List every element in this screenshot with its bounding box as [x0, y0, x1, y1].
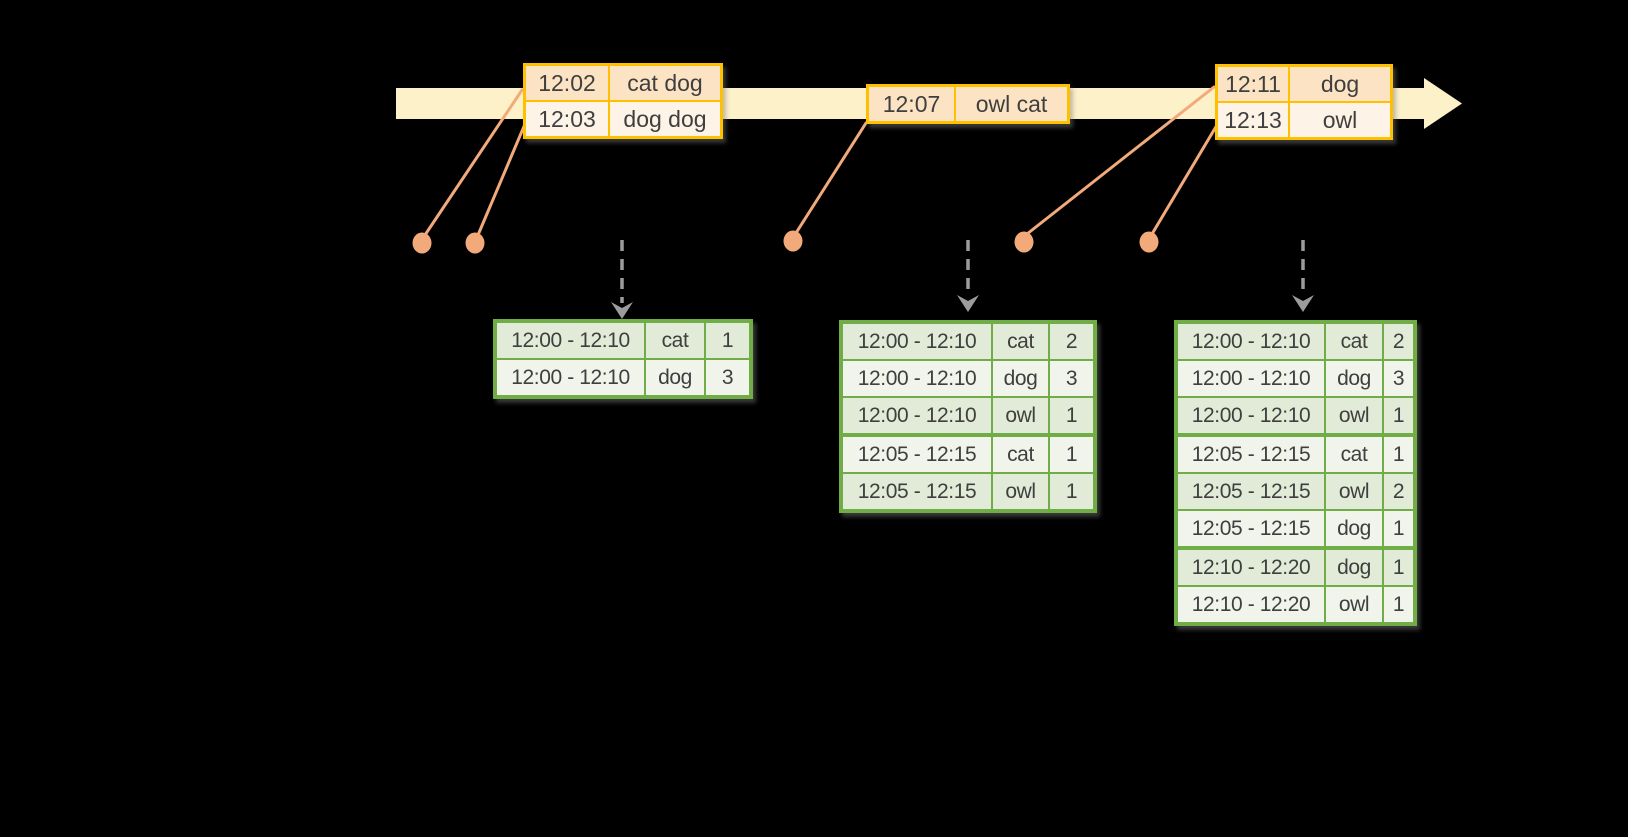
window-cell: 12:00 - 12:10 — [1178, 398, 1324, 433]
word-cell: cat — [1326, 324, 1382, 359]
count-cell: 1 — [1050, 474, 1093, 509]
word-cell: dog — [1326, 511, 1382, 546]
callout-lines — [423, 85, 1219, 237]
count-cell: 3 — [1050, 361, 1093, 396]
count-cell: 2 — [1050, 324, 1093, 359]
count-cell: 1 — [1384, 511, 1413, 546]
window-cell: 12:05 - 12:15 — [843, 474, 991, 509]
event-dot — [1014, 231, 1034, 253]
window-cell: 12:05 - 12:15 — [1178, 511, 1324, 546]
count-cell: 1 — [1050, 398, 1093, 433]
callout-line — [423, 88, 524, 237]
window-cell: 12:10 - 12:20 — [1178, 587, 1324, 622]
callout-line — [794, 121, 868, 235]
word-cell: dog — [1326, 550, 1382, 585]
words-cell: cat dog — [610, 66, 720, 100]
window-cell: 12:00 - 12:10 — [1178, 361, 1324, 396]
time-cell: 12:13 — [1218, 103, 1288, 137]
count-cell: 1 — [1384, 437, 1413, 472]
words-cell: dog — [1290, 67, 1390, 101]
event-dots — [412, 230, 1159, 254]
word-cell: owl — [1326, 474, 1382, 509]
callout-line — [1150, 123, 1219, 236]
trigger-arrows — [620, 240, 1305, 303]
word-cell: cat — [646, 323, 704, 358]
arrow-down-icon — [1292, 295, 1314, 312]
words-cell: owl — [1290, 103, 1390, 137]
window-cell: 12:05 - 12:15 — [1178, 437, 1324, 472]
word-cell: cat — [993, 437, 1048, 472]
count-cell: 3 — [1384, 361, 1413, 396]
word-cell: dog — [993, 361, 1048, 396]
count-cell: 1 — [1384, 587, 1413, 622]
count-cell: 3 — [706, 360, 749, 395]
time-cell: 12:03 — [526, 102, 608, 136]
count-cell: 2 — [1384, 324, 1413, 359]
window-cell: 12:00 - 12:10 — [1178, 324, 1324, 359]
word-cell: owl — [993, 398, 1048, 433]
word-cell: cat — [993, 324, 1048, 359]
window-cell: 12:00 - 12:10 — [843, 361, 991, 396]
arrow-down-icon — [611, 302, 633, 319]
word-cell: owl — [1326, 587, 1382, 622]
event-dot — [1139, 231, 1159, 253]
event-dot — [412, 232, 432, 254]
count-cell: 1 — [706, 323, 749, 358]
window-cell: 12:00 - 12:10 — [843, 324, 991, 359]
window-cell: 12:00 - 12:10 — [497, 323, 644, 358]
word-cell: dog — [1326, 361, 1382, 396]
time-cell: 12:02 — [526, 66, 608, 100]
word-cell: dog — [646, 360, 704, 395]
arrow-down-icon — [957, 295, 979, 312]
timeline-arrowhead-icon — [1424, 78, 1462, 129]
count-cell: 1 — [1050, 437, 1093, 472]
time-cell: 12:11 — [1218, 67, 1288, 101]
word-cell: owl — [1326, 398, 1382, 433]
event-dot — [465, 232, 485, 254]
count-cell: 2 — [1384, 474, 1413, 509]
trigger-arrowheads — [611, 295, 1314, 319]
window-cell: 12:00 - 12:10 — [497, 360, 644, 395]
callout-line — [476, 122, 527, 237]
words-cell: owl cat — [956, 87, 1067, 121]
window-cell: 12:05 - 12:15 — [1178, 474, 1324, 509]
word-cell: cat — [1326, 437, 1382, 472]
window-cell: 12:05 - 12:15 — [843, 437, 991, 472]
count-cell: 1 — [1384, 550, 1413, 585]
words-cell: dog dog — [610, 102, 720, 136]
event-dot — [783, 230, 803, 252]
word-cell: owl — [993, 474, 1048, 509]
time-cell: 12:07 — [869, 87, 954, 121]
callout-line — [1025, 85, 1216, 236]
window-cell: 12:10 - 12:20 — [1178, 550, 1324, 585]
count-cell: 1 — [1384, 398, 1413, 433]
window-cell: 12:00 - 12:10 — [843, 398, 991, 433]
